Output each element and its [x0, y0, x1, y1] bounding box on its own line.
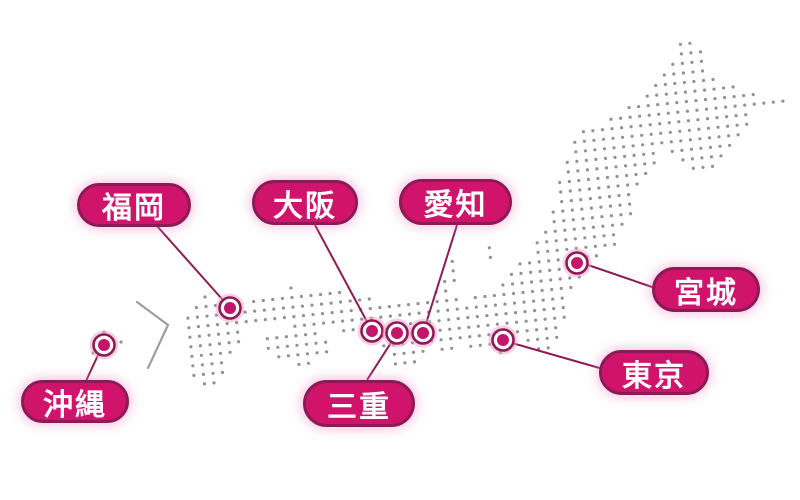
leader-line-miyagi: [587, 264, 656, 289]
leader-line-fukuoka: [156, 225, 231, 309]
marker-fukuoka[interactable]: [215, 293, 245, 323]
leader-lines: [85, 224, 656, 382]
label-okinawa[interactable]: 沖縄: [21, 380, 129, 423]
label-mie[interactable]: 三重: [303, 380, 415, 427]
label-fukuoka[interactable]: 福岡: [77, 183, 191, 227]
marker-osaka[interactable]: [357, 316, 387, 346]
label-mie-text: 三重: [327, 390, 391, 424]
label-aichi-text: 愛知: [423, 189, 488, 222]
leader-line-okinawa: [85, 352, 100, 382]
label-tokyo[interactable]: 東京: [599, 350, 709, 395]
marker-miyagi[interactable]: [562, 248, 592, 278]
marker-tokyo[interactable]: [488, 325, 518, 355]
label-miyagi[interactable]: 宮城: [652, 267, 760, 312]
label-okinawa-text: 沖縄: [43, 388, 107, 422]
label-aichi[interactable]: 愛知: [399, 179, 512, 225]
leader-line-aichi: [422, 224, 458, 334]
leader-line-osaka: [314, 224, 373, 332]
label-fukuoka-text: 福岡: [102, 192, 166, 225]
label-osaka[interactable]: 大阪: [252, 180, 358, 225]
label-miyagi-text: 宮城: [674, 276, 738, 310]
marker-aichi[interactable]: [408, 318, 438, 348]
label-osaka-text: 大阪: [273, 189, 337, 223]
marker-mie[interactable]: [382, 318, 412, 348]
map-dots: [91, 41, 785, 386]
chevron-accent: [135, 300, 170, 370]
markers: [89, 248, 592, 360]
label-tokyo-text: 東京: [622, 359, 686, 393]
leader-line-tokyo: [511, 342, 604, 370]
marker-okinawa[interactable]: [89, 330, 119, 360]
